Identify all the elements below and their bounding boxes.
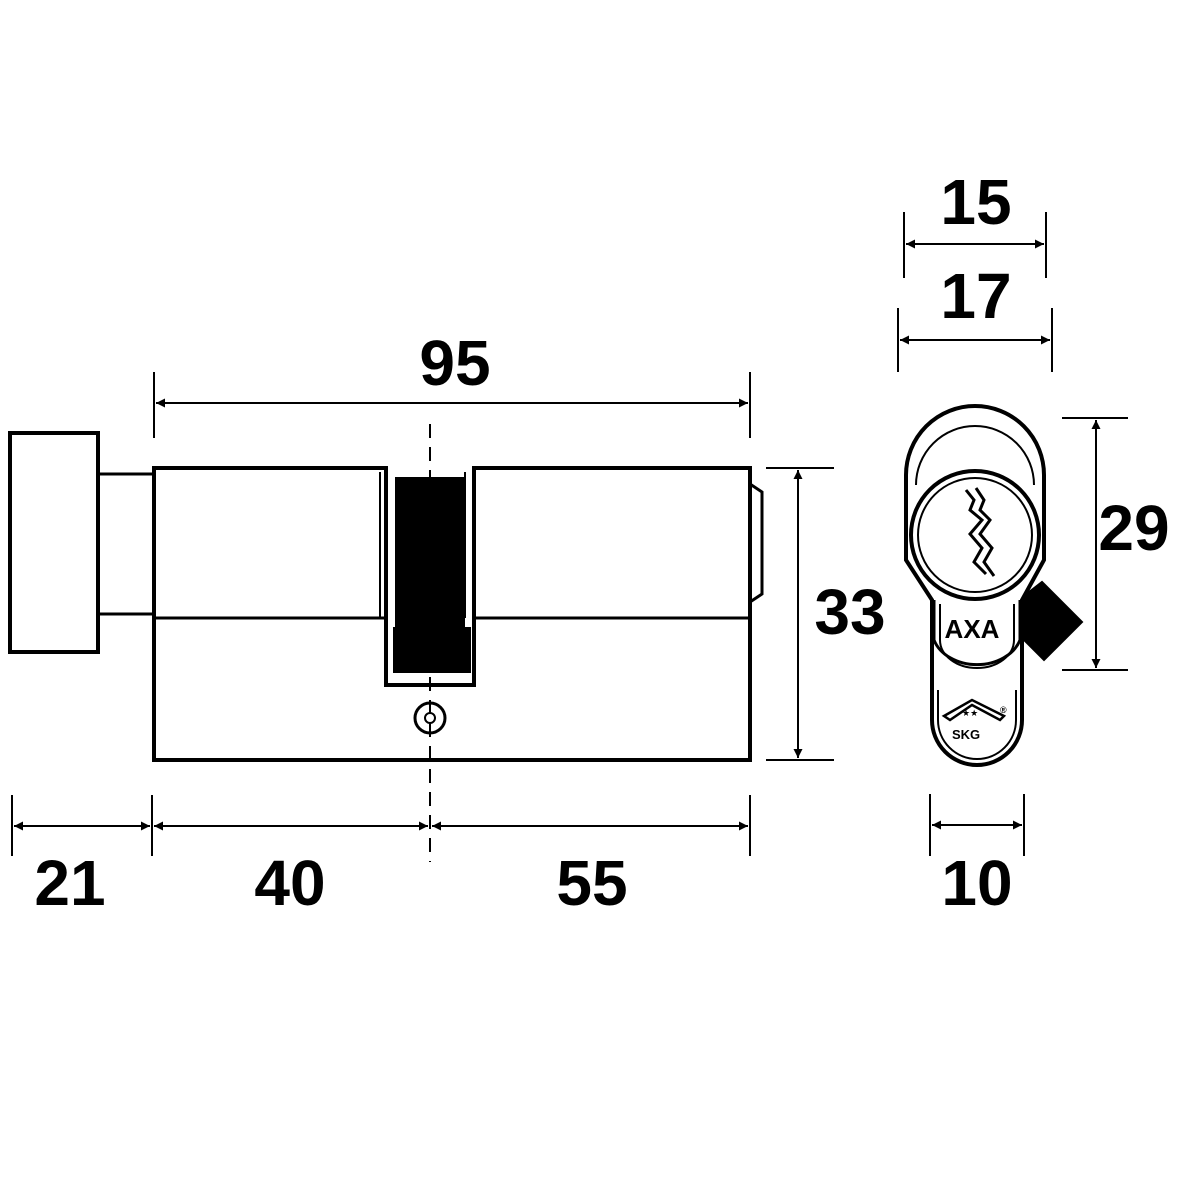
skg-mark: ★★ SKG ® (941, 698, 1007, 742)
svg-text:★★: ★★ (962, 708, 978, 718)
plug (909, 469, 1041, 601)
dimension-profile-width-inner: 15 (903, 166, 1047, 278)
label-33: 33 (814, 576, 885, 648)
thumb-turn-knob (8, 431, 100, 654)
keyway (964, 489, 988, 576)
dimension-cam-width: 10 (929, 794, 1025, 919)
dimension-profile-width-outer: 17 (897, 260, 1053, 372)
label-95: 95 (419, 327, 490, 399)
label-29: 29 (1098, 492, 1169, 564)
side-view (8, 424, 764, 862)
front-view: AXA ★★ SKG ® (904, 404, 1084, 767)
label-15: 15 (940, 166, 1011, 238)
dimension-bottom: 21 40 55 (11, 795, 751, 919)
dimension-height: 33 (766, 467, 886, 761)
knob-shaft (96, 472, 156, 616)
certification-label: SKG (952, 727, 980, 742)
cylinder-body (152, 466, 752, 762)
profile-outline (904, 404, 1046, 767)
label-21: 21 (34, 847, 105, 919)
dimension-overall-length: 95 (153, 327, 751, 438)
registered-mark: ® (1000, 705, 1007, 715)
dimension-profile-height: 29 (1062, 417, 1170, 671)
end-cap (749, 482, 764, 604)
brand-logo: AXA (945, 614, 1000, 644)
label-17: 17 (940, 260, 1011, 332)
label-10: 10 (941, 847, 1012, 919)
label-55: 55 (556, 847, 627, 919)
cam (393, 477, 471, 673)
profile-cam (1023, 580, 1084, 662)
label-40: 40 (254, 847, 325, 919)
